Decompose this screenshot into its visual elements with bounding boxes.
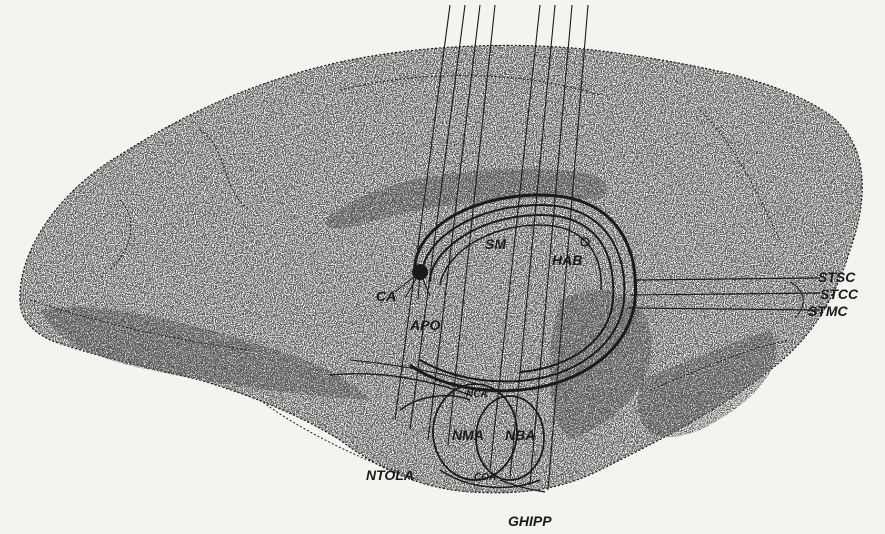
label-nca: NCA — [466, 389, 488, 400]
label-coa: COA — [474, 472, 496, 483]
label-hab: HAB — [552, 252, 582, 268]
label-apo: APO — [409, 317, 440, 333]
label-stsc: STSC — [818, 269, 856, 285]
label-ghipp: GHIPP — [508, 513, 552, 529]
label-nma: NMA — [452, 427, 484, 443]
label-sm: SM — [485, 236, 506, 252]
label-nba: NBA — [505, 427, 535, 443]
label-ntola: NTOLA — [366, 467, 414, 483]
label-ca: CA — [376, 288, 396, 304]
brain-hemisphere — [20, 45, 862, 492]
label-stcc: STCC — [820, 286, 859, 302]
label-stmc: STMC — [808, 303, 849, 319]
